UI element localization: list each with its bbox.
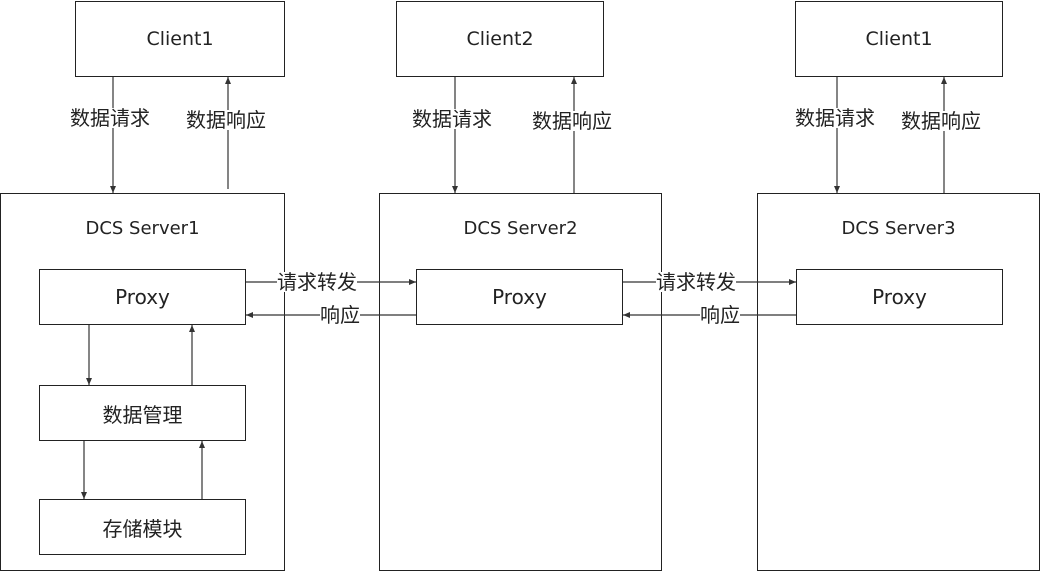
reply-label-2-1: 响应 [320,303,360,327]
proxy-box-1: Proxy [39,269,246,325]
proxy-label-1: Proxy [115,285,170,309]
response-label-3: 数据响应 [901,109,981,133]
reply-label-3-2: 响应 [700,303,740,327]
request-label-2: 数据请求 [412,107,492,131]
client-label-2: Client2 [466,28,534,50]
server-title-3: DCS Server3 [841,218,956,239]
proxy-label-3: Proxy [872,285,927,309]
client-label-3: Client1 [865,28,933,50]
storage-module-label: 存储模块 [102,516,183,541]
client-box-1: Client1 [75,1,285,77]
data-management-box: 数据管理 [39,385,246,441]
server-box-3: DCS Server3 [757,193,1040,571]
request-label-1: 数据请求 [70,106,150,130]
forward-label-1-2: 请求转发 [277,270,357,294]
server-title-2: DCS Server2 [463,218,578,239]
data-management-label: 数据管理 [102,402,183,427]
proxy-box-2: Proxy [416,269,623,325]
proxy-box-3: Proxy [796,269,1003,325]
server-box-2: DCS Server2 [379,193,662,571]
forward-label-2-3: 请求转发 [656,270,736,294]
client-label-1: Client1 [146,28,214,50]
client-box-2: Client2 [396,1,604,77]
response-label-1: 数据响应 [186,108,266,132]
server-title-1: DCS Server1 [85,218,200,239]
proxy-label-2: Proxy [492,285,547,309]
response-label-2: 数据响应 [532,109,612,133]
storage-module-box: 存储模块 [39,499,246,555]
client-box-3: Client1 [795,1,1003,77]
request-label-3: 数据请求 [795,106,875,130]
